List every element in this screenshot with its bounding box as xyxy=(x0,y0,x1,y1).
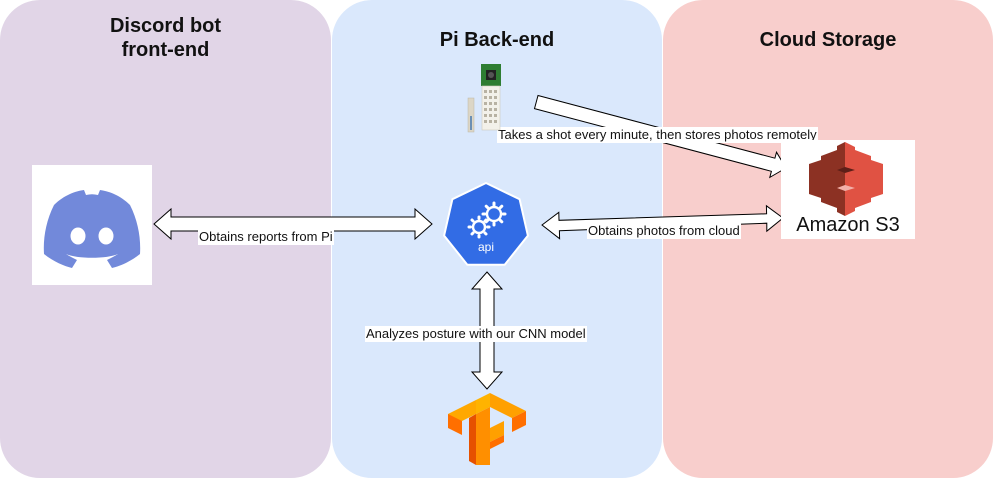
lane-title-cloud: Cloud Storage xyxy=(759,29,897,51)
lane-title-pi: Pi Back-end xyxy=(439,29,555,51)
lane-cloud-storage: Cloud Storage xyxy=(663,0,993,478)
lane-title-discord-line2: front-end xyxy=(121,39,210,61)
lane-title-discord-line1: Discord bot xyxy=(109,15,222,37)
edge-label-pi-to-cloud: Takes a shot every minute, then stores p… xyxy=(497,127,818,143)
raspberry-pi-camera-icon xyxy=(467,64,501,133)
api-label: api xyxy=(477,240,494,254)
tensorflow-node xyxy=(446,392,528,466)
api-node: api xyxy=(441,181,531,271)
tensorflow-icon xyxy=(448,393,526,465)
discord-logo xyxy=(32,165,152,285)
api-icon xyxy=(443,182,529,266)
edge-label-discord-pi: Obtains reports from Pi xyxy=(198,229,334,245)
amazon-s3-label: Amazon S3 xyxy=(796,214,900,236)
edge-label-api-cloud: Obtains photos from cloud xyxy=(587,223,741,239)
raspberry-pi-camera xyxy=(466,64,506,136)
discord-icon xyxy=(43,190,141,268)
amazon-s3-node: Amazon S3 xyxy=(781,140,915,239)
lane-title-discord: Discord bot front-end xyxy=(0,14,331,62)
amazon-s3-icon xyxy=(809,142,883,216)
edge-label-api-tensorflow: Analyzes posture with our CNN model xyxy=(365,326,587,342)
arrow-discord-api xyxy=(153,207,433,241)
